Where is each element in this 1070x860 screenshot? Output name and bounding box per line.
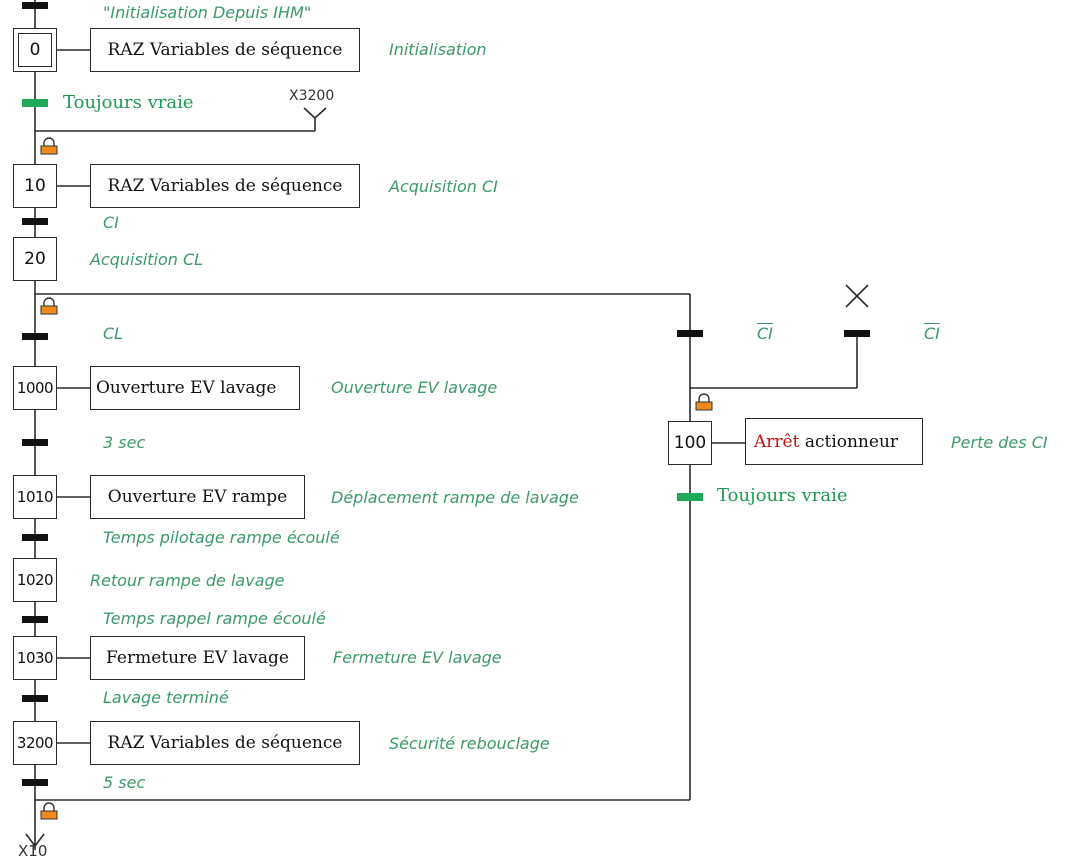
lock-icon bbox=[40, 297, 58, 315]
action-step-100[interactable]: Arrêt actionneur bbox=[745, 418, 923, 465]
comment-step-100: Perte des CI bbox=[951, 433, 1048, 452]
transition-label-ci-not-b: CI bbox=[924, 324, 940, 343]
step-1000[interactable]: 1000 bbox=[13, 366, 57, 410]
comment-step-1020: Retour rampe de lavage bbox=[90, 571, 285, 590]
comment-step-10: Acquisition CI bbox=[389, 177, 498, 196]
transition-20 bbox=[22, 333, 48, 340]
transition-ci-not-b bbox=[844, 330, 870, 337]
transition-label-10: CI bbox=[103, 213, 119, 232]
transition-label-3200: 5 sec bbox=[103, 773, 146, 792]
transition-label-20: CL bbox=[103, 324, 124, 343]
transition-label-ci-not-a: CI bbox=[757, 324, 773, 343]
transition-label-1030: Lavage terminé bbox=[103, 688, 229, 707]
lock-icon bbox=[695, 393, 713, 411]
step-20[interactable]: 20 bbox=[13, 237, 57, 281]
transition-3200 bbox=[22, 779, 48, 786]
transition-label-1020: Temps rappel rampe écoulé bbox=[103, 609, 326, 628]
action-step-0[interactable]: RAZ Variables de séquence bbox=[90, 28, 360, 72]
transition-1020 bbox=[22, 616, 48, 623]
action-step-10[interactable]: RAZ Variables de séquence bbox=[90, 164, 360, 208]
step-100[interactable]: 100 bbox=[668, 421, 712, 465]
comment-step-3200: Sécurité rebouclage bbox=[389, 734, 550, 753]
comment-step-0: Initialisation bbox=[389, 40, 487, 59]
transition-top bbox=[22, 2, 48, 9]
transition-label-0: Toujours vraie bbox=[63, 92, 194, 113]
action-step-100-highlight: Arrêt bbox=[754, 431, 800, 452]
action-step-1000[interactable]: Ouverture EV lavage bbox=[90, 366, 300, 410]
comment-step-20: Acquisition CL bbox=[90, 250, 204, 269]
step-1020[interactable]: 1020 bbox=[13, 558, 57, 602]
transition-ci-not-a bbox=[677, 330, 703, 337]
transition-1010 bbox=[22, 534, 48, 541]
action-step-100-rest: actionneur bbox=[799, 431, 899, 452]
jump-out-label: X10 bbox=[18, 842, 48, 860]
step-0[interactable]: 0 bbox=[13, 28, 57, 72]
step-1010[interactable]: 1010 bbox=[13, 475, 57, 519]
comment-step-1030: Fermeture EV lavage bbox=[333, 648, 502, 667]
transition-100-green bbox=[677, 493, 703, 501]
transition-label-100: Toujours vraie bbox=[717, 485, 848, 506]
comment-step-1010: Déplacement rampe de lavage bbox=[331, 488, 579, 507]
header-comment: "Initialisation Depuis IHM" bbox=[103, 3, 312, 22]
comment-step-1000: Ouverture EV lavage bbox=[331, 378, 498, 397]
transition-0-green bbox=[22, 99, 48, 107]
step-1030[interactable]: 1030 bbox=[13, 636, 57, 680]
transition-10 bbox=[22, 218, 48, 225]
step-3200[interactable]: 3200 bbox=[13, 721, 57, 765]
lock-icon bbox=[40, 802, 58, 820]
lock-icon bbox=[40, 137, 58, 155]
jump-in-label: X3200 bbox=[289, 88, 335, 104]
transition-1000 bbox=[22, 439, 48, 446]
action-step-3200[interactable]: RAZ Variables de séquence bbox=[90, 721, 360, 765]
transition-1030 bbox=[22, 695, 48, 702]
action-step-1010[interactable]: Ouverture EV rampe bbox=[90, 475, 305, 519]
transition-label-1010: Temps pilotage rampe écoulé bbox=[103, 528, 340, 547]
action-step-1030[interactable]: Fermeture EV lavage bbox=[90, 636, 305, 680]
step-10[interactable]: 10 bbox=[13, 164, 57, 208]
step-100-number: 100 bbox=[673, 433, 707, 453]
jump-out-arrow bbox=[25, 833, 45, 848]
transition-label-1000: 3 sec bbox=[103, 433, 146, 452]
